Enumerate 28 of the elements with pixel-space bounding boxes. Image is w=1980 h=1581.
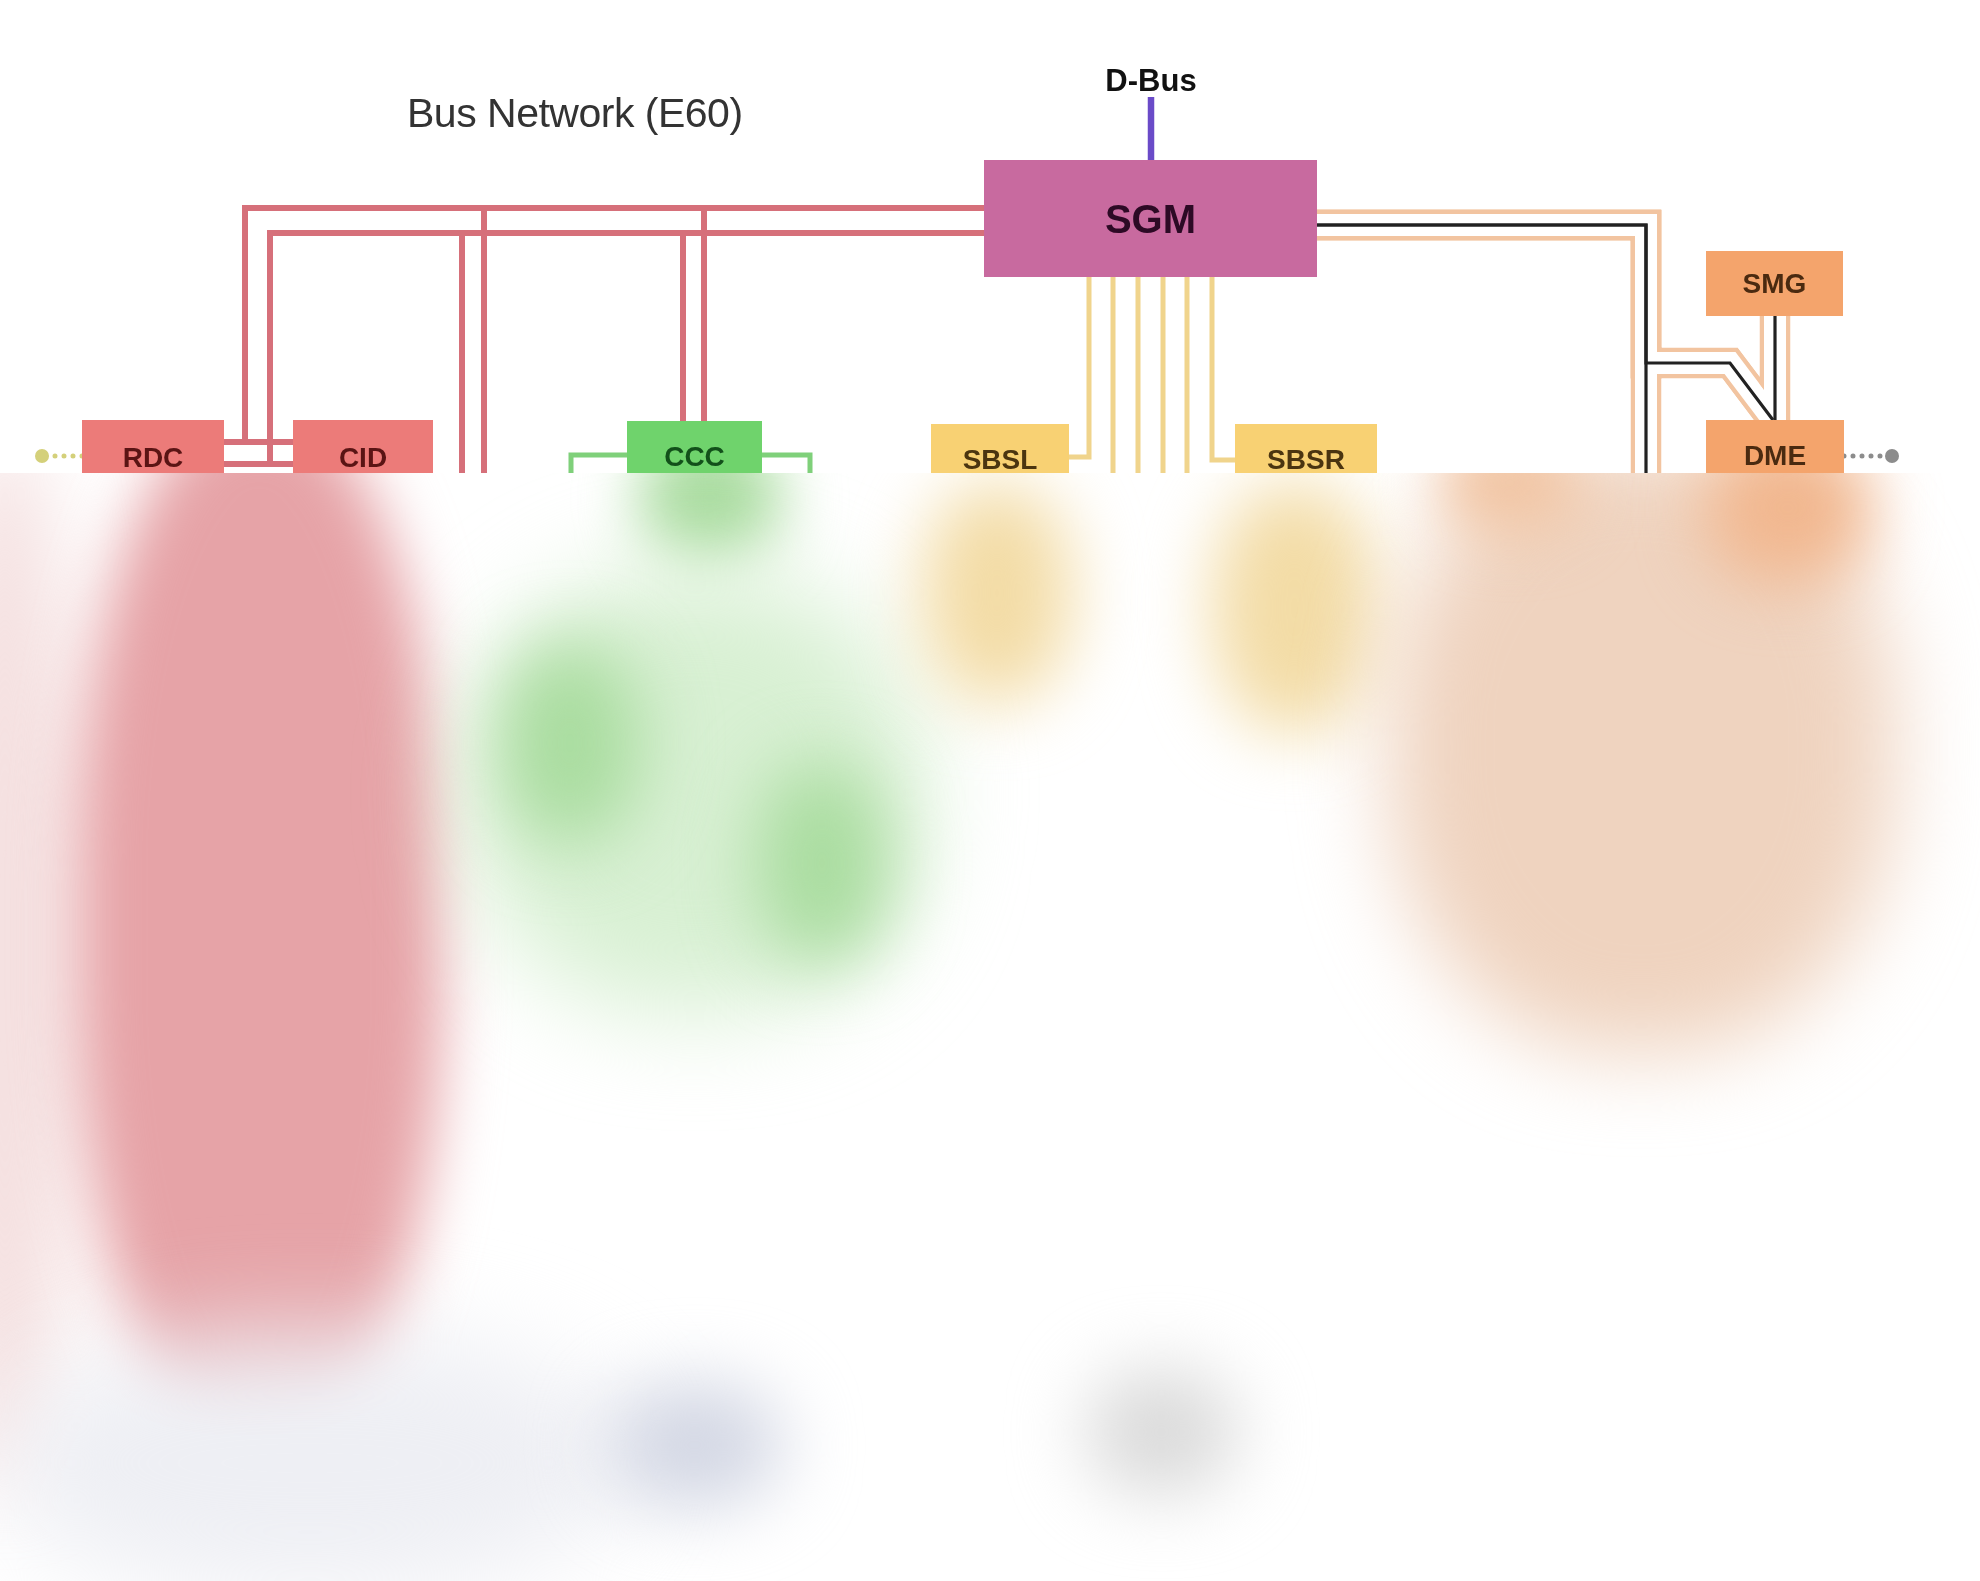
- bus-line: [1069, 277, 1092, 460]
- bus-line: [1110, 277, 1116, 473]
- module-label: SGM: [1104, 198, 1197, 239]
- bus-line: [1135, 277, 1141, 473]
- bus-line: [1160, 277, 1166, 473]
- bus-line: [1773, 316, 1777, 420]
- module-label: SMG: [1742, 269, 1807, 298]
- module-label: CCC: [664, 443, 725, 471]
- module-label: RDC: [122, 444, 184, 472]
- module-box: [1706, 420, 1844, 473]
- module-label: DME: [1743, 442, 1807, 470]
- module-label: SBSR: [1267, 446, 1345, 474]
- module-box: [293, 420, 433, 473]
- module-box: [82, 420, 224, 473]
- bus-label: D-Bus: [1104, 65, 1198, 97]
- module-box: [1235, 424, 1377, 473]
- bus-line: [762, 452, 813, 473]
- module-box: [984, 160, 1317, 277]
- module-box: [1706, 251, 1843, 316]
- bus-line: [568, 452, 627, 473]
- module-box: [627, 421, 762, 473]
- bus-band: [1759, 316, 1791, 420]
- bus-line: [1209, 277, 1235, 463]
- module-label: SBSL: [962, 446, 1038, 474]
- module-label: CID: [338, 444, 388, 472]
- module-box: [931, 424, 1069, 473]
- bus-line: [1184, 277, 1190, 473]
- diagram-title: Bus Network (E60): [407, 93, 743, 134]
